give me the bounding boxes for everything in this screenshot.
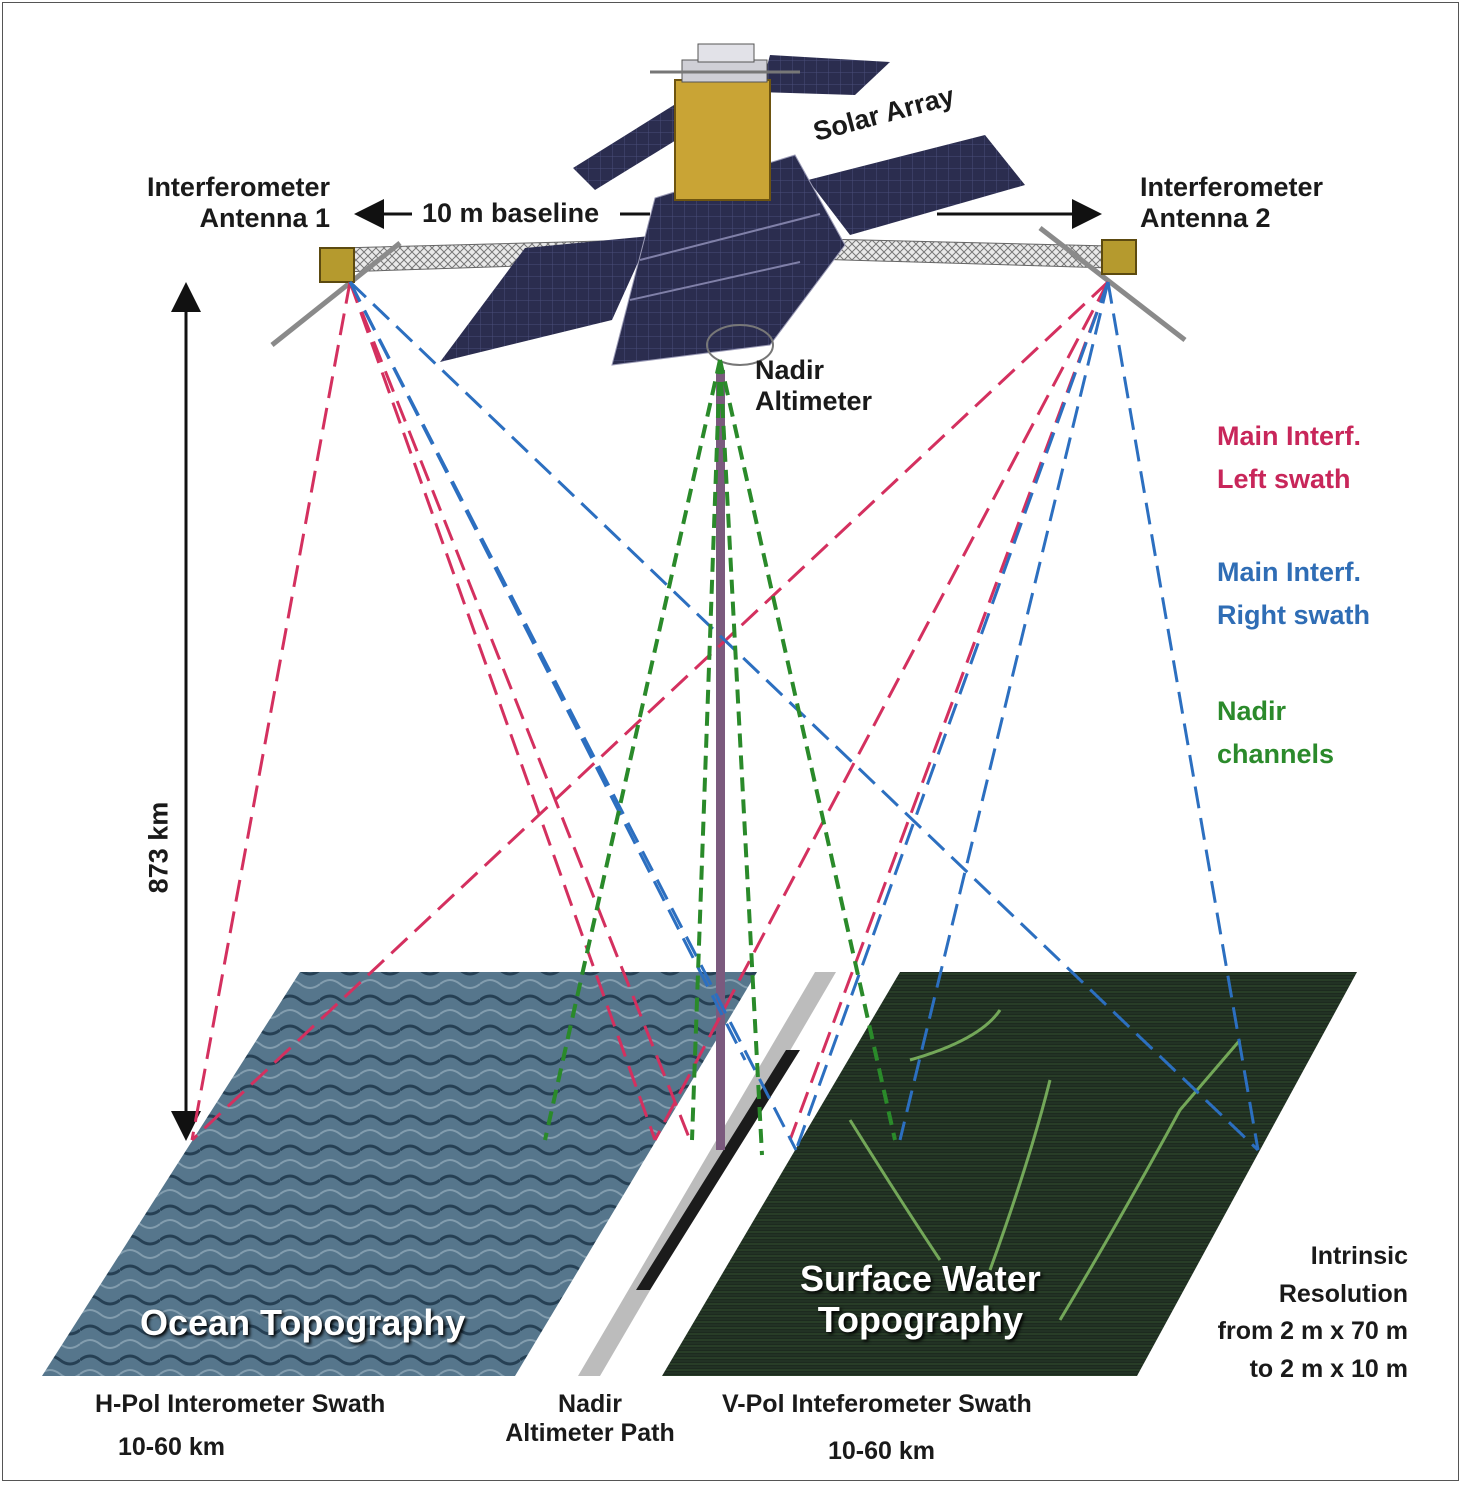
nadir-channel-beams: [543, 359, 897, 1156]
resolution-line-3: from 2 m x 70 m: [1217, 1317, 1408, 1345]
nadir-altimeter-beam: [716, 370, 725, 1150]
legend-nadir-channels-line-2: channels: [1217, 739, 1335, 770]
antenna-1-label-line-1: Interferometer: [146, 172, 330, 202]
surface-water-label-line-1: Surface Water: [800, 1258, 1041, 1299]
surface-water-label-line-2: Topography: [817, 1299, 1024, 1341]
nadir-altimeter-label-line-2: Altimeter: [755, 386, 873, 417]
ocean-topography-swath: [42, 972, 757, 1376]
legend-nadir-channels: Nadir channels: [1217, 690, 1334, 776]
spacecraft-body: [674, 79, 771, 201]
solar-array-lower-left: [440, 236, 650, 362]
solar-array-right: [808, 135, 1025, 235]
resolution-line-2: Resolution: [1278, 1279, 1408, 1308]
ocean-topography-label: Ocean Topography: [140, 1302, 466, 1343]
right-swath-beams: [348, 280, 1260, 1152]
nadir-altimeter-label: Nadir Altimeter: [755, 355, 872, 417]
nadir-path-label-line-1: Nadir: [558, 1390, 622, 1418]
antenna-1-label-line-2: Antenna 1: [199, 203, 330, 234]
altitude-label: 873 km: [143, 801, 174, 894]
interferometer-antenna-2-label: Interferometer Antenna 2: [1140, 172, 1323, 234]
solar-array-center: [611, 154, 846, 366]
antenna-2-reflector: [1038, 226, 1187, 342]
legend-right-swath-line-2: Right swath: [1217, 600, 1370, 631]
legend-right-swath-line-1: Main Interf.: [1217, 557, 1362, 587]
resolution-line-4: to 2 m x 10 m: [1249, 1354, 1408, 1383]
nadir-altimeter-dish: [706, 324, 774, 366]
legend-left-swath: Main Interf. Left swath: [1217, 415, 1361, 501]
intrinsic-resolution-note: Intrinsic Resolution from 2 m x 70 m to …: [1150, 1238, 1408, 1388]
interferometer-antenna-1-label: Interferometer Antenna 1: [120, 172, 330, 234]
solar-array-upper-right: [760, 55, 890, 95]
antenna-1-unit: [319, 247, 355, 283]
ocean-swath-shade: [42, 972, 757, 1376]
surface-water-topography-swath: [662, 972, 1357, 1376]
hpol-swath-width: 10-60 km: [118, 1433, 226, 1461]
spacecraft-top-cap: [697, 43, 755, 63]
antenna-2-label-line-2: Antenna 2: [1140, 203, 1271, 234]
nadir-path-label-line-2: Altimeter Path: [505, 1418, 675, 1447]
solar-array-strips: [629, 213, 821, 301]
nadir-altimeter-path-label: Nadir Altimeter Path: [480, 1390, 700, 1448]
antenna-1-reflector: [270, 241, 402, 347]
nadir-altimeter-label-line-1: Nadir: [755, 355, 825, 385]
vpol-swath-width: 10-60 km: [828, 1437, 936, 1465]
surface-water-topography-label: Surface Water Topography: [800, 1258, 1041, 1341]
antenna-2-unit: [1101, 239, 1137, 275]
legend-nadir-channels-line-1: Nadir: [1217, 696, 1287, 726]
resolution-line-1: Intrinsic: [1310, 1242, 1408, 1270]
antenna-2-label-line-1: Interferometer: [1140, 172, 1324, 202]
vpol-swath-label: V-Pol Inteferometer Swath: [722, 1390, 1032, 1418]
legend-left-swath-line-2: Left swath: [1217, 464, 1351, 495]
nadir-altimeter-path-strip: [578, 972, 836, 1376]
legend-left-swath-line-1: Main Interf.: [1217, 421, 1362, 451]
left-swath-beams: [190, 280, 1110, 1142]
hpol-swath-label: H-Pol Interometer Swath: [95, 1390, 386, 1418]
river-traces: [848, 1009, 1242, 1321]
legend-right-swath: Main Interf. Right swath: [1217, 551, 1370, 637]
baseline-label: 10 m baseline: [422, 198, 600, 228]
